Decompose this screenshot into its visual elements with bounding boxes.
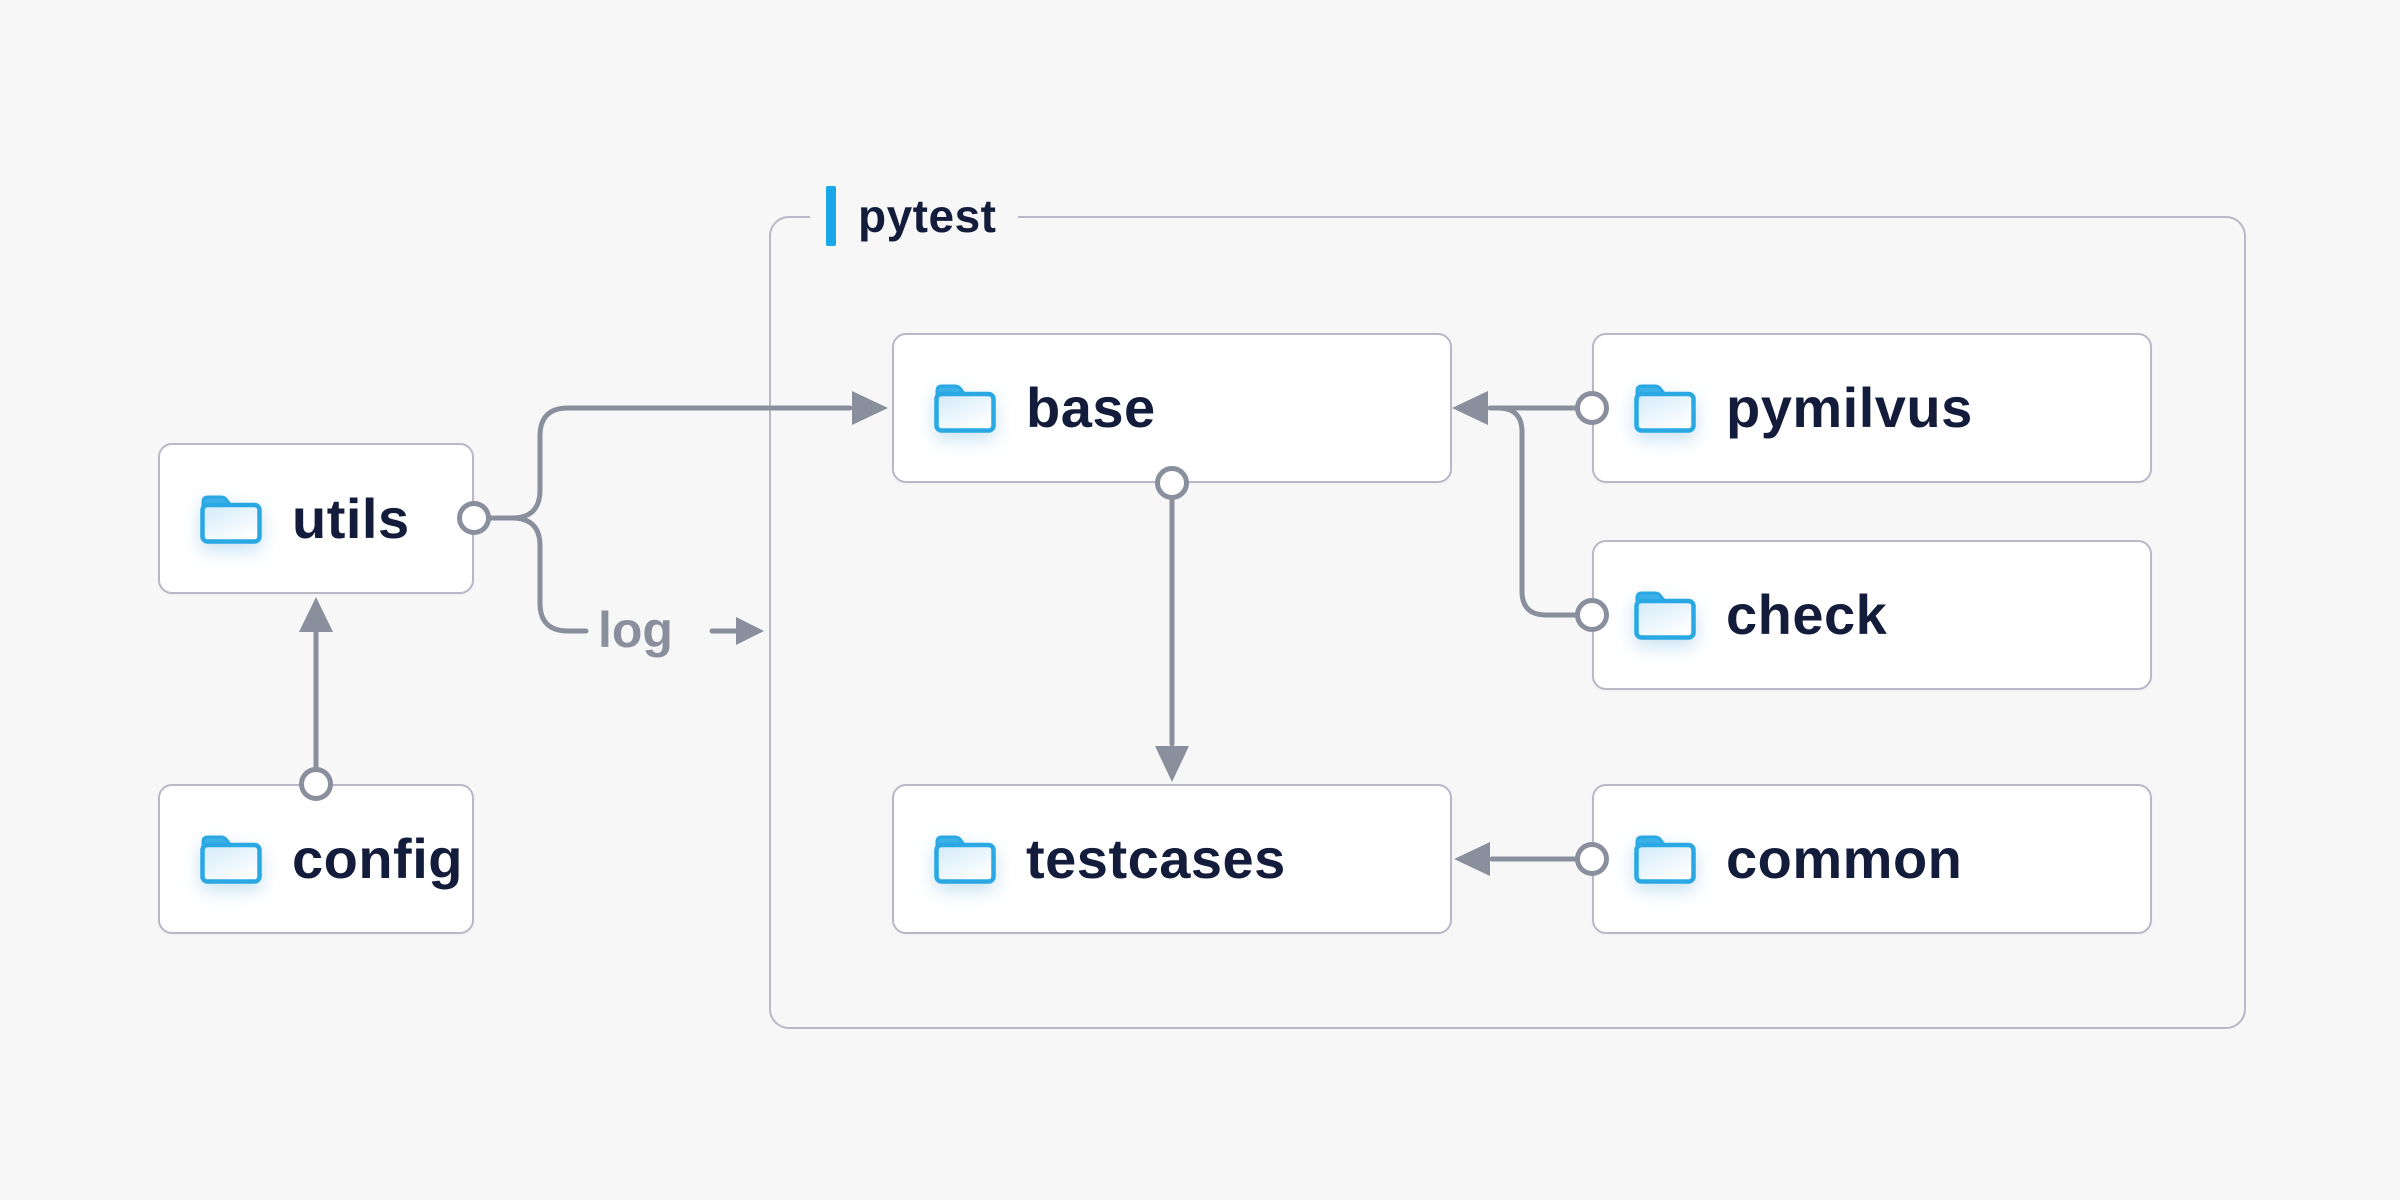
folder-icon [200,495,262,544]
node-base: base [892,333,1452,483]
folder-icon [934,835,996,884]
common-label: common [1726,827,1963,890]
node-check: check [1592,540,2152,690]
arrowhead-into-group [736,617,764,645]
utils-label: utils [292,486,410,550]
node-config: config [158,784,474,934]
base-label: base [1026,376,1156,439]
pytest-group-title: pytest [858,190,997,242]
node-common: common [1592,784,2152,934]
pytest-group-box [769,216,2246,1029]
testcases-label: testcases [1026,827,1286,890]
node-utils: utils [158,443,474,594]
config-label: config [292,827,463,890]
node-testcases: testcases [892,784,1452,934]
folder-icon [1634,384,1696,433]
pymilvus-label: pymilvus [1726,376,1973,439]
edge-label-log: log [598,602,673,658]
check-label: check [1726,583,1888,646]
pytest-group-label: pytest [810,182,1019,250]
arrowhead-into-utils [299,597,333,632]
node-pymilvus: pymilvus [1592,333,2152,483]
edge-utils-log [509,515,589,634]
folder-icon [934,384,996,433]
folder-icon [1634,835,1696,884]
folder-icon [200,835,262,884]
folder-icon [1634,591,1696,640]
accent-bar [826,186,836,246]
